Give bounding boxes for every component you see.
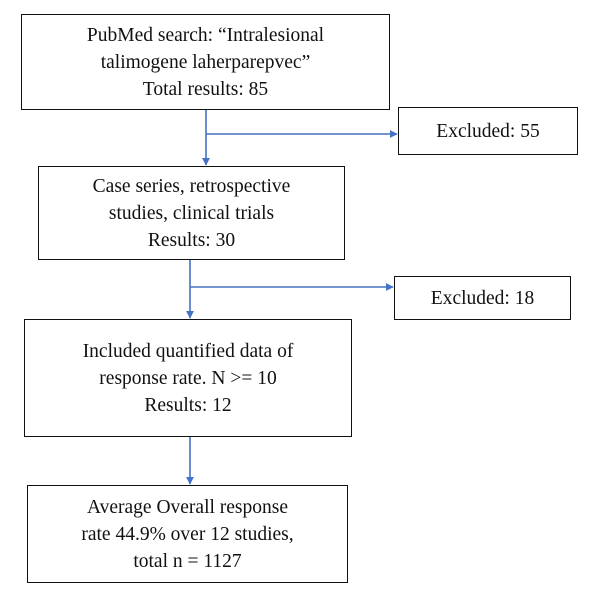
step-text-line: response rate. N >= 10 <box>99 367 277 389</box>
step-study-types: Case series, retrospective studies, clin… <box>38 166 345 260</box>
step-result-summary: Average Overall response rate 44.9% over… <box>27 485 348 583</box>
step-text-line: Total results: 85 <box>142 78 269 100</box>
step-text: Average Overall response rate 44.9% over… <box>81 494 293 575</box>
step-quantified-data: Included quantified data of response rat… <box>24 319 352 437</box>
excluded-box-18: Excluded: 18 <box>394 276 571 320</box>
step-text-line: PubMed search: “Intralesional <box>86 24 325 46</box>
step-text-line: rate 44.9% over 12 studies, <box>81 523 294 545</box>
step-text: Case series, retrospective studies, clin… <box>93 173 291 254</box>
step-text: Included quantified data of response rat… <box>83 338 294 419</box>
step-text-line: total n = 1127 <box>133 550 242 572</box>
step-text-line: talimogene laherparepvec” <box>100 51 311 73</box>
step-text-line: Average Overall response <box>86 496 289 518</box>
step-text: PubMed search: “Intralesional talimogene… <box>87 22 324 103</box>
excluded-box-55: Excluded: 55 <box>398 107 578 155</box>
excluded-label: Excluded: 55 <box>436 120 540 142</box>
step-pubmed-search: PubMed search: “Intralesional talimogene… <box>21 14 390 110</box>
step-text-line: Included quantified data of <box>82 340 294 362</box>
step-text-line: Results: 30 <box>147 229 236 251</box>
excluded-label: Excluded: 18 <box>430 287 535 309</box>
step-text-line: Case series, retrospective <box>92 175 291 197</box>
step-text-line: studies, clinical trials <box>108 202 275 224</box>
step-text-line: Results: 12 <box>144 394 232 416</box>
